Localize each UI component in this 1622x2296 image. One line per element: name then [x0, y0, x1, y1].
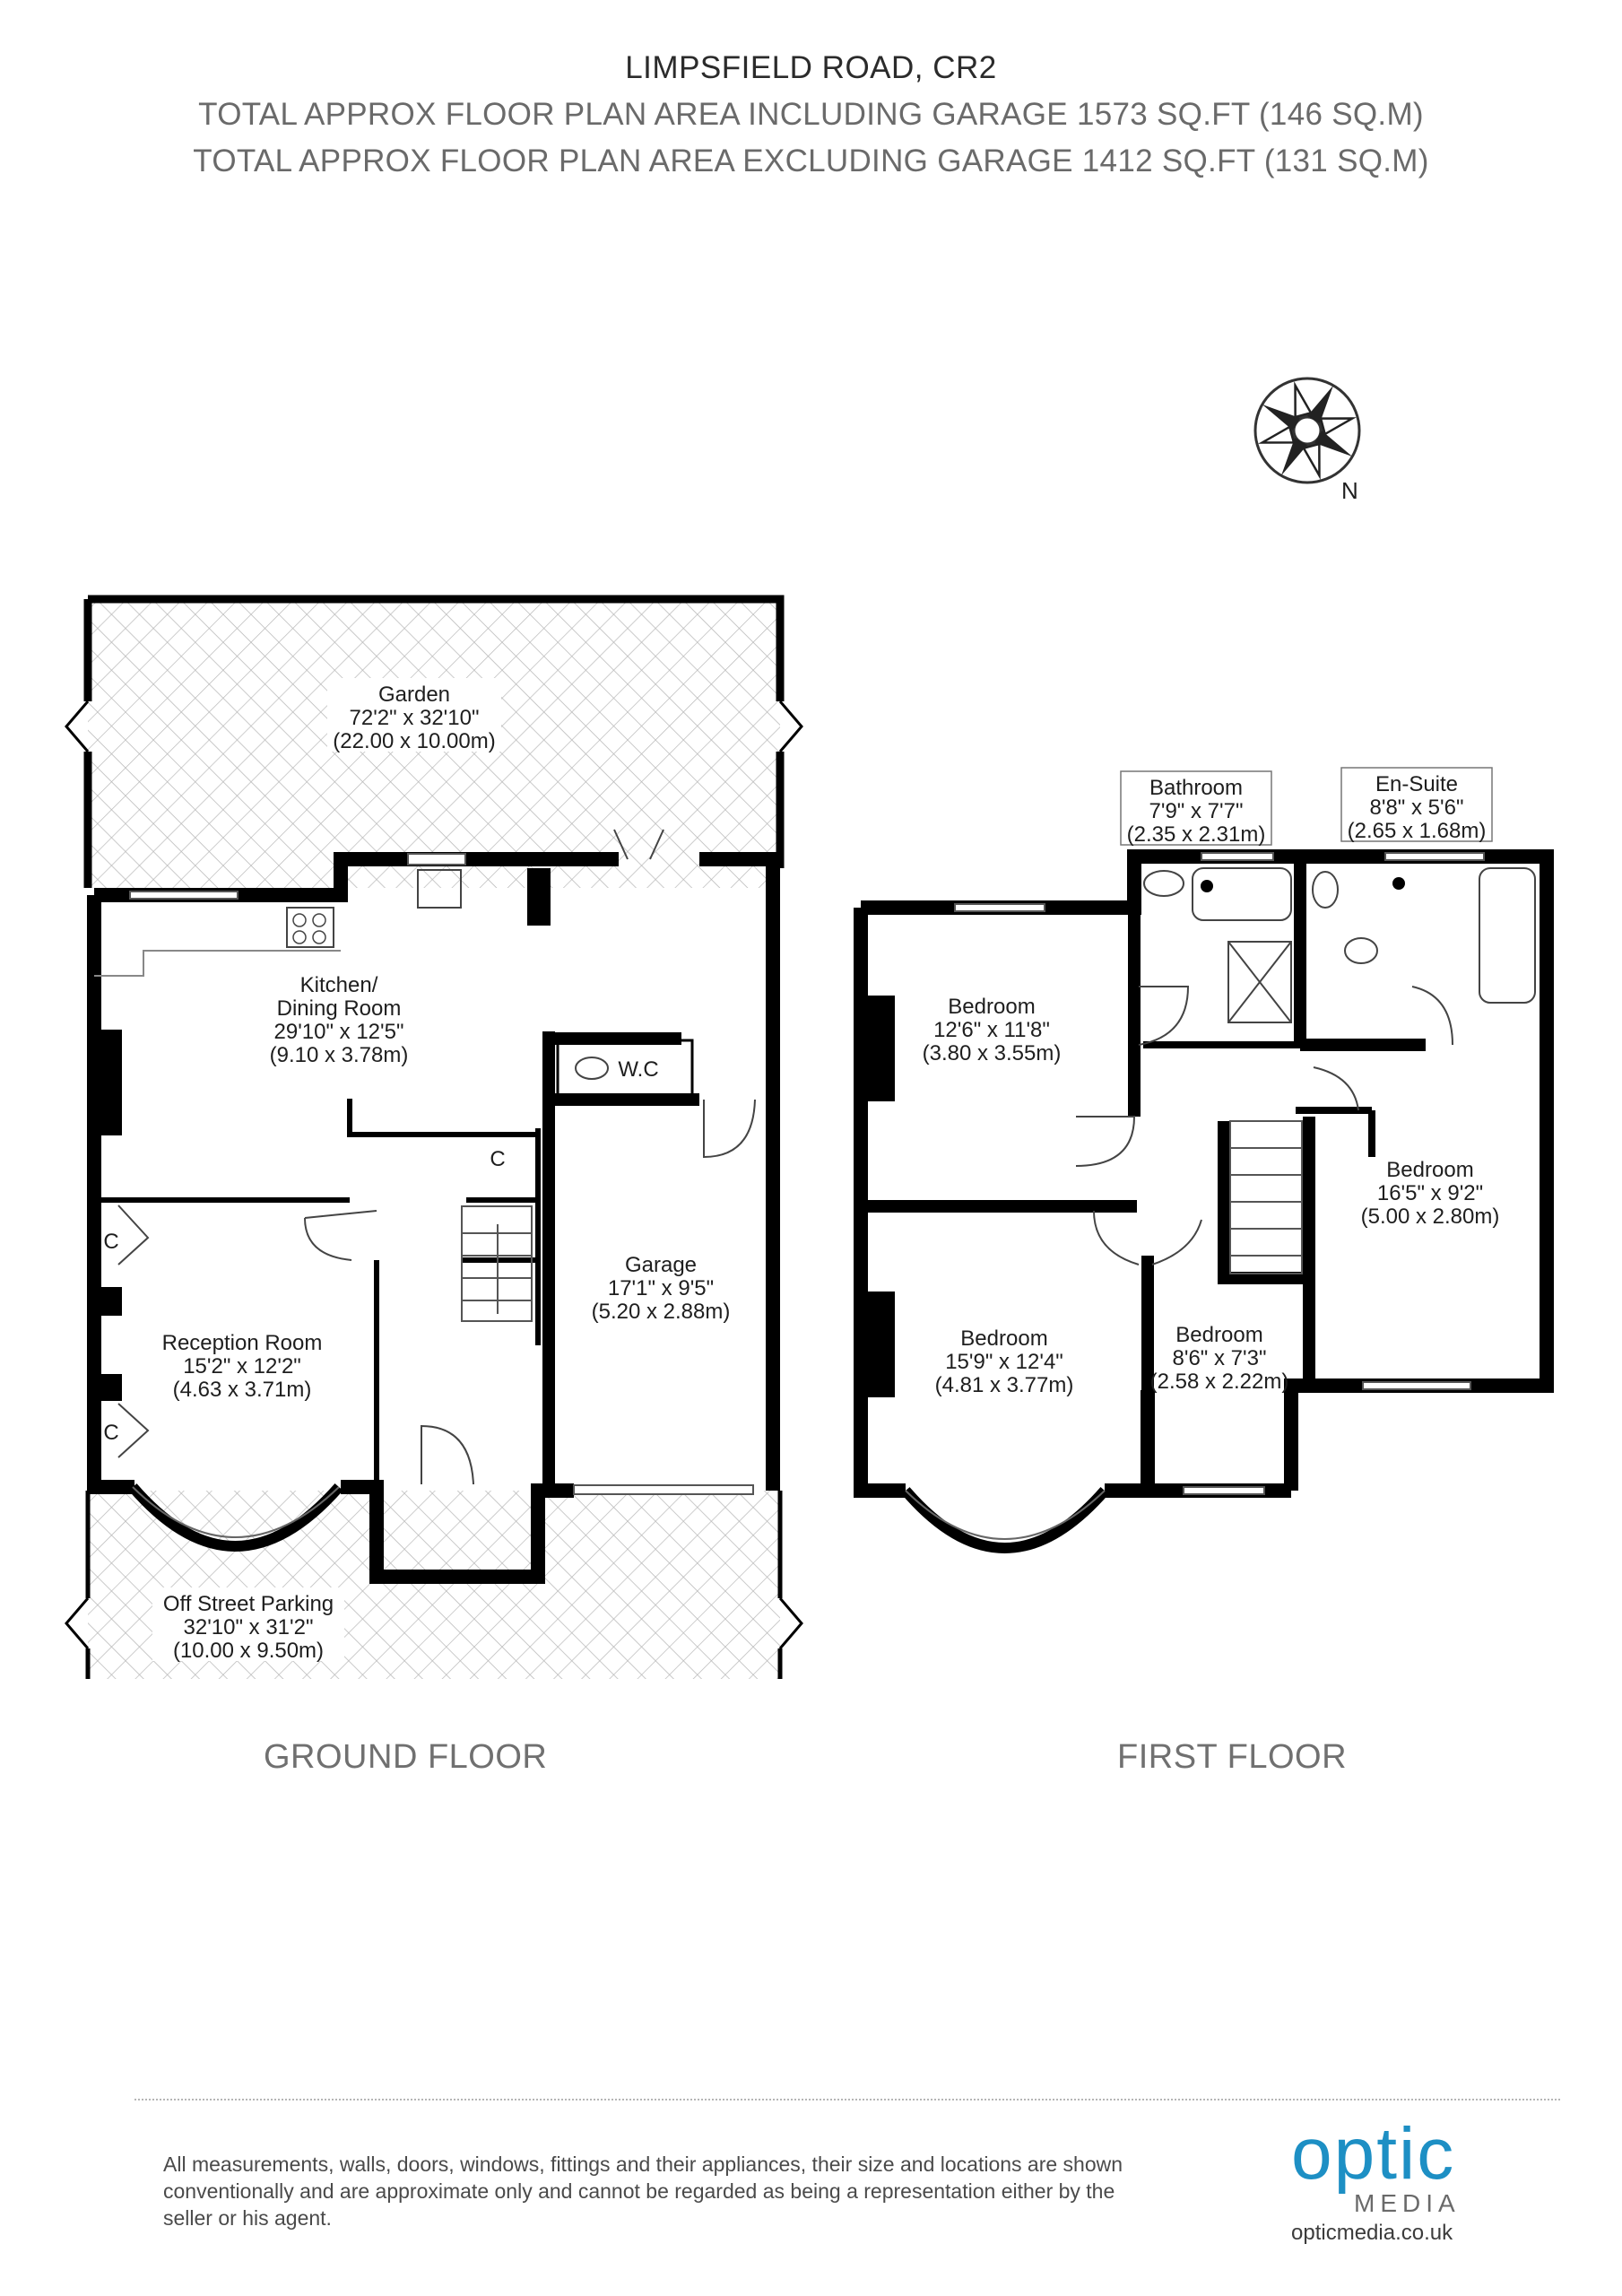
garage-name: Garage [625, 1253, 697, 1277]
bedroom-4-imperial: 8'6" x 7'3" [1173, 1346, 1267, 1370]
logo-word: optic [1291, 2113, 1456, 2195]
bedroom-1-name: Bedroom [948, 995, 1035, 1019]
kitchen-imperial: 29'10" x 12'5" [274, 1020, 404, 1044]
wc-name: W.C [618, 1057, 658, 1082]
cupboard-label-1: C [103, 1230, 118, 1254]
ground-floor-walls [87, 852, 780, 1584]
cupboard-label-2: C [103, 1421, 118, 1445]
parking-metric: (10.00 x 9.50m) [173, 1639, 324, 1663]
parking-name: Off Street Parking [163, 1592, 334, 1616]
garden-metric: (22.00 x 10.00m) [333, 729, 495, 753]
kitchen-name-2: Dining Room [277, 996, 402, 1021]
ensuite-metric: (2.65 x 1.68m) [1348, 819, 1487, 843]
bedroom-4-metric: (2.58 x 2.22m) [1150, 1370, 1289, 1394]
ground-floor-labels: Garden 72'2" x 32'10" (22.00 x 10.00m) K… [103, 678, 730, 1663]
first-floor-labels: Bathroom 7'9" x 7'7" (2.35 x 2.31m) En-S… [923, 767, 1500, 1397]
bedroom-1-imperial: 12'6" x 11'8" [933, 1018, 1050, 1042]
logo-sub: MEDIA [1354, 2189, 1461, 2217]
garden-imperial: 72'2" x 32'10" [350, 706, 480, 730]
first-floor-walls [854, 849, 1554, 1498]
parking-boundary [85, 1491, 783, 1679]
garden-boundary [83, 595, 785, 888]
logo-url: opticmedia.co.uk [1291, 2221, 1453, 2245]
bedroom-1-metric: (3.80 x 3.55m) [923, 1041, 1062, 1065]
bathroom-imperial: 7'9" x 7'7" [1149, 799, 1244, 823]
kitchen-metric: (9.10 x 3.78m) [270, 1043, 409, 1067]
bedroom-3-metric: (4.81 x 3.77m) [935, 1373, 1074, 1397]
reception-metric: (4.63 x 3.71m) [173, 1378, 312, 1402]
disclaimer-text: All measurements, walls, doors, windows,… [163, 2152, 1123, 2230]
ground-floor-plan [65, 595, 803, 1679]
bedroom-2-metric: (5.00 x 2.80m) [1361, 1205, 1500, 1229]
bedroom-2-imperial: 16'5" x 9'2" [1377, 1181, 1483, 1205]
ensuite-imperial: 8'8" x 5'6" [1370, 796, 1464, 820]
compass-rose-icon [1253, 377, 1361, 484]
footer-divider [134, 2099, 1560, 2100]
reception-name: Reception Room [162, 1331, 323, 1355]
first-floor-caption: FIRST FLOOR [1117, 1738, 1348, 1776]
bedroom-3-name: Bedroom [960, 1326, 1047, 1351]
compass-north-label: N [1341, 477, 1358, 504]
bedroom-4-name: Bedroom [1175, 1323, 1262, 1347]
area-excluding-garage: TOTAL APPROX FLOOR PLAN AREA EXCLUDING G… [193, 144, 1429, 178]
kitchen-name-1: Kitchen/ [300, 973, 378, 997]
reception-imperial: 15'2" x 12'2" [183, 1354, 301, 1378]
bedroom-2-name: Bedroom [1386, 1158, 1473, 1182]
ground-floor-caption: GROUND FLOOR [264, 1738, 548, 1776]
bathroom-metric: (2.35 x 2.31m) [1127, 822, 1266, 847]
optic-media-logo: optic MEDIA opticmedia.co.uk [1291, 2118, 1497, 2262]
header: LIMPSFIELD ROAD, CR2 TOTAL APPROX FLOOR … [0, 45, 1622, 185]
cupboard-label-3: C [490, 1147, 505, 1171]
ensuite-name: En-Suite [1375, 772, 1458, 796]
first-floor-plan [854, 849, 1554, 1553]
area-including-garage: TOTAL APPROX FLOOR PLAN AREA INCLUDING G… [198, 97, 1424, 132]
bathroom-name: Bathroom [1149, 776, 1243, 800]
garage-metric: (5.20 x 2.88m) [592, 1300, 731, 1324]
garden-name: Garden [378, 683, 450, 707]
property-title: LIMPSFIELD ROAD, CR2 [625, 50, 997, 85]
parking-imperial: 32'10" x 31'2" [184, 1615, 314, 1639]
bedroom-3-imperial: 15'9" x 12'4" [945, 1350, 1063, 1374]
garage-imperial: 17'1" x 9'5" [608, 1276, 714, 1300]
